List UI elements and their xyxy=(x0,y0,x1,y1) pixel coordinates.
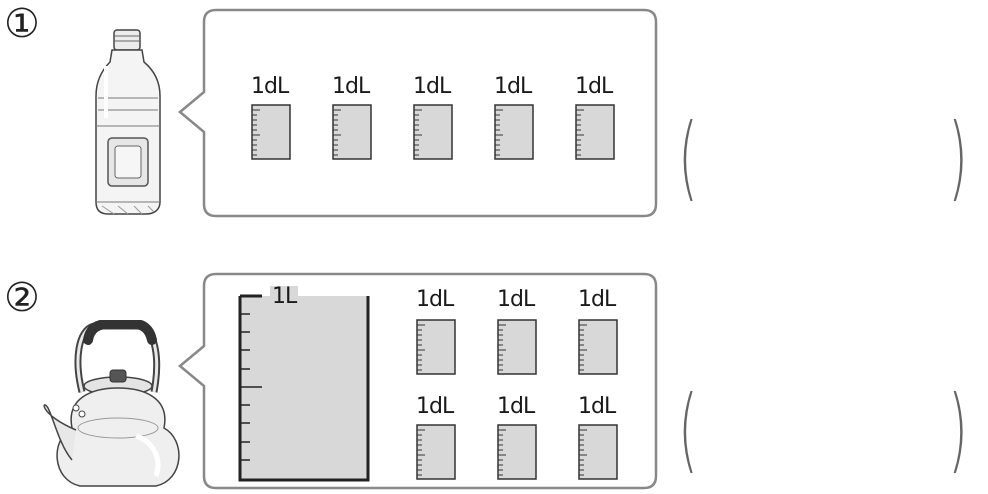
answer-open-paren: ( xyxy=(678,376,698,483)
cup-label: 1dL xyxy=(578,287,616,312)
bottle-icon xyxy=(95,29,161,215)
deciliter-cup xyxy=(332,104,372,160)
deciliter-cup xyxy=(497,424,537,480)
deciliter-cup xyxy=(251,104,291,160)
problem-1-number: ① xyxy=(4,1,40,47)
answer-close-paren: ) xyxy=(948,376,968,483)
cup-label: 1dL xyxy=(413,74,451,99)
answer-close-paren: ) xyxy=(948,104,968,211)
cup-label: 1dL xyxy=(497,394,535,419)
liter-container-label: 1L xyxy=(270,284,299,309)
cup-label: 1dL xyxy=(416,287,454,312)
deciliter-cup xyxy=(416,424,456,480)
liter-container xyxy=(238,294,370,482)
deciliter-cup xyxy=(494,104,534,160)
deciliter-cup xyxy=(413,104,453,160)
deciliter-cup xyxy=(497,319,537,375)
cup-label: 1dL xyxy=(575,74,613,99)
deciliter-cup xyxy=(578,319,618,375)
problem-2-number: ② xyxy=(4,275,40,321)
cup-label: 1dL xyxy=(416,394,454,419)
kettle-icon xyxy=(43,320,180,487)
cup-label: 1dL xyxy=(251,74,289,99)
answer-field-1[interactable] xyxy=(728,122,938,202)
deciliter-cup xyxy=(578,424,618,480)
cup-label: 1dL xyxy=(578,394,616,419)
deciliter-cup xyxy=(575,104,615,160)
answer-open-paren: ( xyxy=(678,104,698,211)
cup-label: 1dL xyxy=(497,287,535,312)
answer-field-2[interactable] xyxy=(728,394,938,474)
cup-label: 1dL xyxy=(494,74,532,99)
cup-label: 1dL xyxy=(332,74,370,99)
deciliter-cup xyxy=(416,319,456,375)
